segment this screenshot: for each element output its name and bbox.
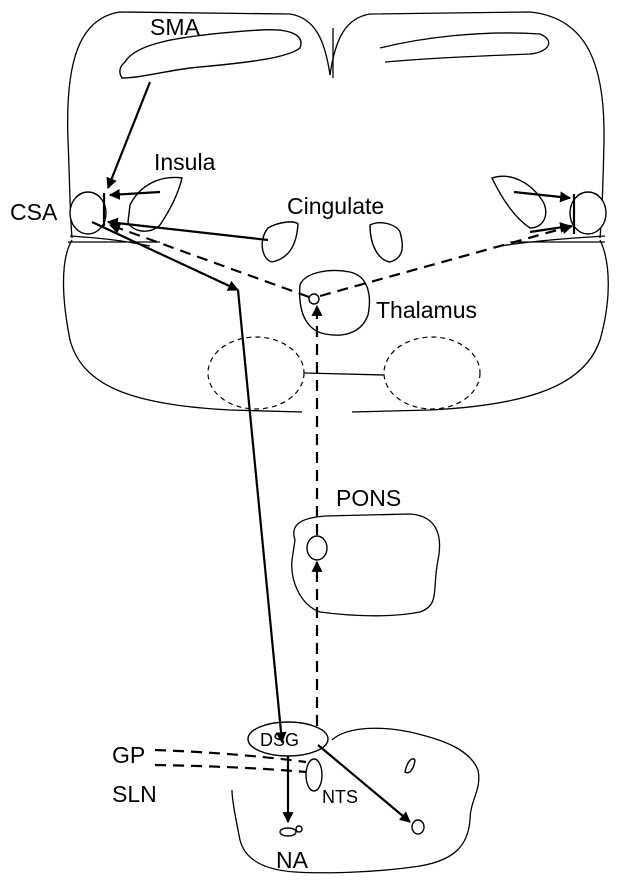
sma-label: SMA	[150, 14, 201, 40]
dotted-nucleus-connector	[303, 372, 385, 376]
csa-label: CSA	[10, 199, 58, 225]
thalamus-nucleus	[308, 293, 320, 305]
dotted-nucleus-left	[207, 336, 305, 410]
nts-label: NTS	[322, 787, 358, 807]
insula-label: Insula	[154, 149, 216, 175]
csa-to-dsg-arrow	[236, 289, 287, 744]
thalamus-to-csa-right-arrow	[319, 223, 574, 298]
nts-nucleus	[305, 758, 323, 792]
insula-right	[491, 175, 547, 229]
pons-outline	[291, 513, 441, 617]
sma-to-csa-arrow	[106, 81, 152, 190]
na-small-nucleus	[295, 825, 303, 833]
gp-label: GP	[112, 742, 145, 768]
csa-left	[69, 191, 107, 235]
cingulate-label: Cingulate	[287, 193, 384, 219]
sln-afferent	[154, 763, 307, 774]
dsg-to-target-arrow	[317, 744, 411, 823]
na-nucleus	[279, 827, 297, 837]
pons-label: PONS	[336, 485, 401, 511]
cortex-outline	[62, 11, 609, 413]
sma-structure	[119, 28, 302, 79]
medulla-outline	[231, 727, 480, 874]
midline-fissure	[329, 28, 334, 78]
cingulate-to-csa-arrow	[106, 217, 269, 242]
insula-right-to-csa-arrow-upper	[513, 190, 572, 203]
csa-to-dsg-arrow-upper	[91, 221, 239, 291]
insula-to-csa-arrow	[108, 188, 161, 200]
left-lateral-fissure	[68, 235, 160, 247]
sma-structure-right	[379, 32, 550, 63]
cingulate-right	[369, 222, 403, 263]
dsg-label: DSG	[260, 730, 299, 750]
csa-right	[569, 191, 607, 235]
right-lateral-fissure	[499, 235, 606, 247]
pons-nucleus	[306, 535, 328, 561]
gp-afferent	[154, 748, 307, 764]
sln-label: SLN	[112, 781, 157, 807]
medulla-small-nucleus	[404, 758, 416, 774]
target-nucleus	[411, 819, 425, 835]
insula-left	[127, 176, 183, 232]
dotted-nucleus-right	[383, 336, 481, 410]
thalamus-label: Thalamus	[376, 297, 477, 323]
na-label: NA	[276, 847, 309, 873]
cingulate-left	[261, 221, 299, 263]
